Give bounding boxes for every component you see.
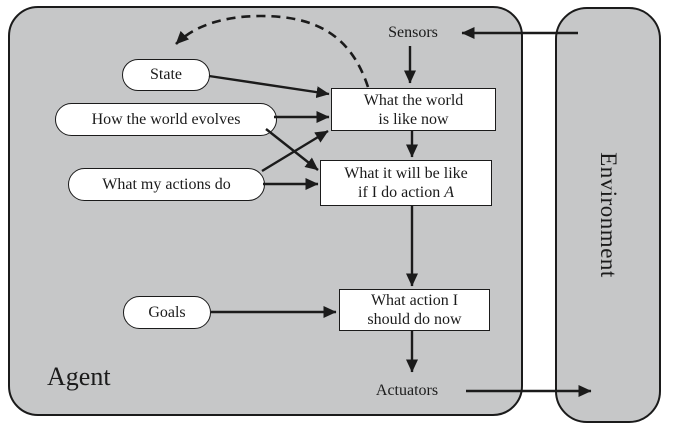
prediction-line2-text: if I do action bbox=[358, 184, 441, 201]
environment-panel: Environment bbox=[555, 7, 661, 423]
world-state-line2: is like now bbox=[378, 110, 449, 128]
what-my-actions-do-oval: What my actions do bbox=[68, 168, 265, 201]
prediction-line1: What it will be like bbox=[344, 165, 468, 182]
prediction-action-variable: A bbox=[444, 184, 454, 201]
action-selection-line2: should do now bbox=[367, 311, 462, 328]
world-state-box: What the world is like now bbox=[331, 88, 496, 131]
how-the-world-evolves-oval: How the world evolves bbox=[55, 103, 277, 136]
action-selection-box: What action I should do now bbox=[339, 289, 490, 331]
agent-label: Agent bbox=[47, 362, 111, 391]
action-selection-line1: What action I bbox=[370, 292, 459, 309]
world-state-line1: What the world bbox=[363, 91, 464, 109]
sensors-label: Sensors bbox=[388, 24, 438, 41]
actuators-label: Actuators bbox=[375, 382, 439, 399]
agent-panel: Agent bbox=[8, 6, 523, 416]
state-oval: State bbox=[122, 59, 210, 91]
goals-oval: Goals bbox=[123, 296, 211, 329]
environment-label: Environment bbox=[596, 152, 621, 278]
